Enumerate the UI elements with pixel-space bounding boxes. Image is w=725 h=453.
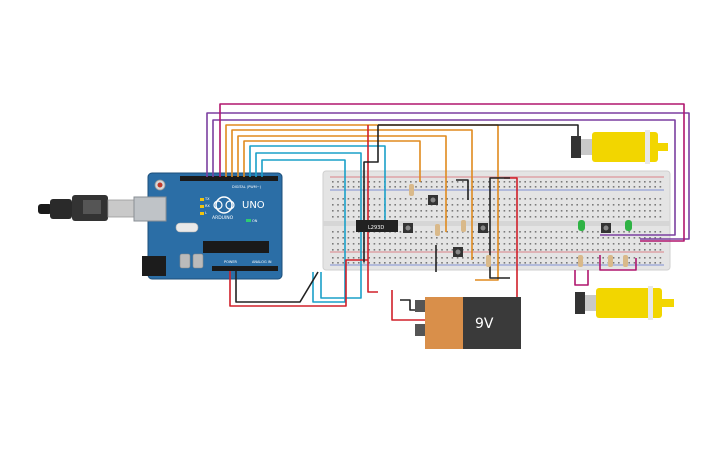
tx-label: TX [204,197,210,201]
wire-black-2 [363,125,379,262]
wire-black-6 [456,179,469,200]
digital-header [180,176,278,181]
led-icon [625,220,632,231]
resistor-icon [623,255,628,267]
wire-magenta-1 [219,103,685,242]
analog-label: ANALOG IN [252,260,272,264]
wire-red-4 [391,290,426,321]
arduino-uno-board: UNO ARDUINO DIGITAL (PWM~) POWER ANALOG … [133,172,283,280]
usb-cable-icon [38,195,135,221]
uno-logo: UNO [242,200,265,211]
battery-label: 9V [475,316,494,332]
resistor-icon [578,255,583,267]
resistor-icon [409,184,414,196]
wire-black-4 [489,177,510,279]
ic-label: L293D [368,225,384,231]
breadboard [322,170,671,271]
wire-purple-2 [212,119,676,236]
led-icon [578,220,585,231]
wire-teal-1 [249,145,386,232]
arduino-brand: ARDUINO [212,215,234,221]
wire-magenta-2 [599,255,637,271]
power-label: POWER [224,260,238,264]
on-label: ON [252,219,258,223]
wire-orange-3 [237,135,447,232]
resistors [409,184,628,267]
wire-red-2 [367,125,378,293]
atmega-chip [203,241,269,253]
pushbuttons [403,195,611,257]
wire-black-3 [378,124,579,138]
wire-orange-4 [243,140,421,182]
usb-port [133,196,167,222]
power-analog-header [212,266,278,271]
resistor-icon [435,224,440,236]
resistor-icon [608,255,613,267]
rx-label: RX [205,204,210,208]
resistor-icon [461,220,466,232]
l-label: L [205,211,207,215]
dc-jack-icon [142,256,166,276]
wire-red-1 [229,259,368,307]
digital-label: DIGITAL (PWM~) [232,185,262,189]
wire-orange-2 [231,129,473,260]
wire-black-1 [235,271,319,303]
l293d-chip: L293D [356,220,398,232]
dc-motor-icon [571,130,668,164]
wire-teal-3 [261,159,346,303]
resistor-icon [486,255,491,267]
wire-magenta-3 [574,270,589,286]
battery-icon: 9V [415,297,521,349]
dc-motor-icon [575,286,674,320]
wire-purple-1 [206,112,690,240]
leds [578,220,632,231]
arduino-infinity-logo [215,196,233,214]
